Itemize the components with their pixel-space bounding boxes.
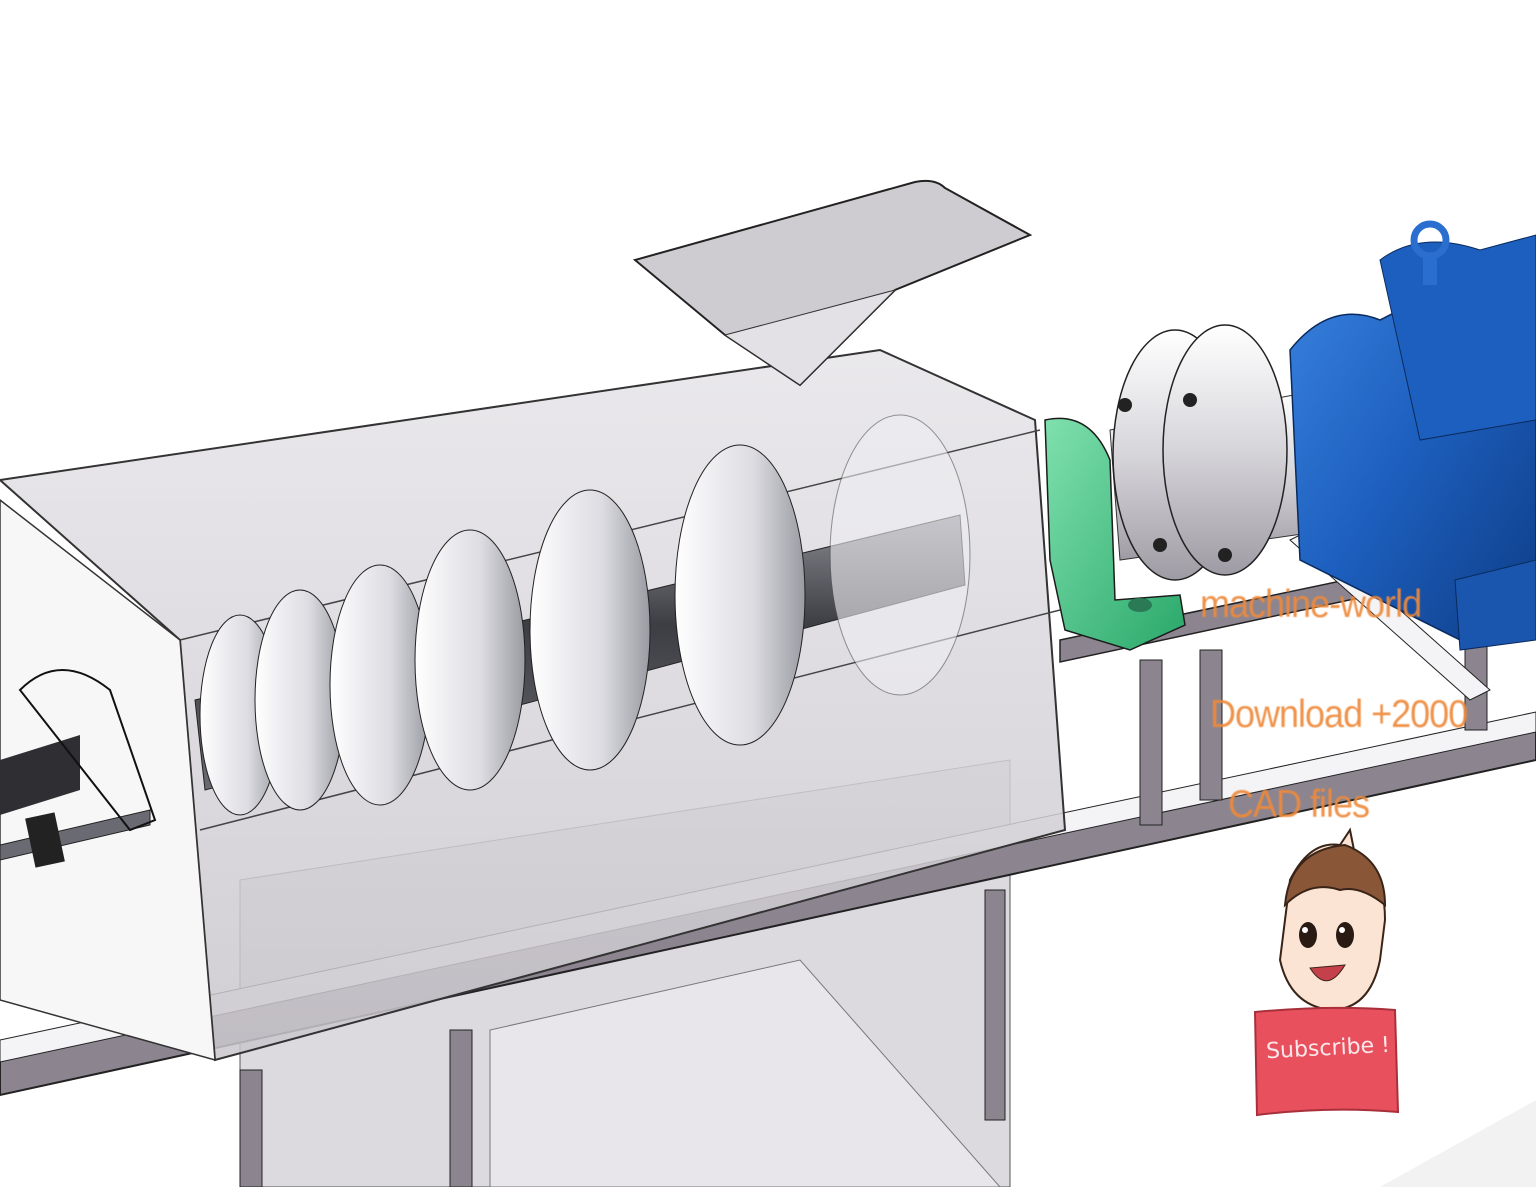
gear-reducer-motor: [1289, 220, 1536, 651]
watermark-line-1: machine-world: [1200, 581, 1422, 626]
pillow-block-bearing: [1044, 417, 1186, 651]
floor-shadow: [1380, 1100, 1536, 1187]
watermark-line-2: Download +2000: [1210, 691, 1468, 736]
hopper: [632, 179, 1033, 387]
watermark-line-3: CAD files: [1228, 781, 1370, 826]
mascot-illustration: [1278, 827, 1387, 1012]
subscribe-sign: [1253, 1006, 1400, 1117]
flange-coupling: [1109, 324, 1331, 581]
pneumatic-cylinder: [0, 669, 157, 868]
screw-auger: [194, 414, 971, 816]
